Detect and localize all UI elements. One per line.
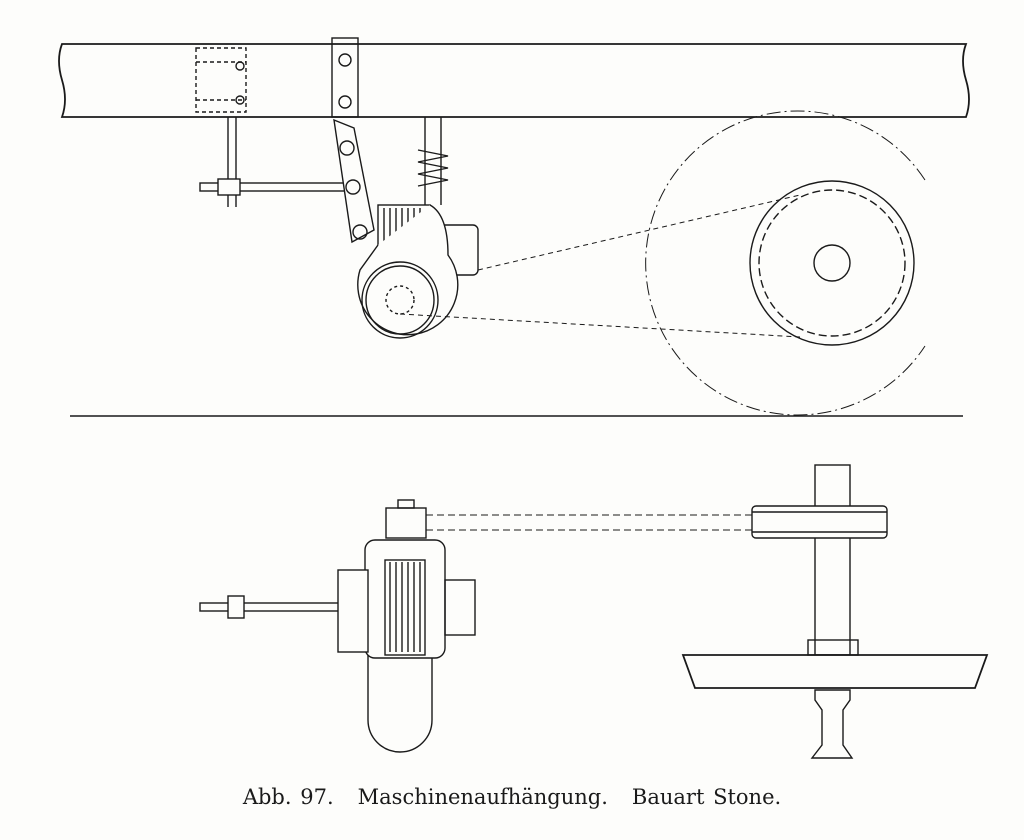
figure-number: Abb. 97.: [242, 785, 334, 809]
axle-hub: [813, 244, 851, 282]
hub: [810, 689, 854, 759]
hanger-strap: [331, 37, 359, 118]
motor-body: [364, 539, 446, 659]
axle: [814, 464, 851, 656]
wheel-pulley: [749, 180, 915, 346]
frame-beam: [58, 43, 970, 118]
figure-caption: Abb. 97. Maschinenaufhängung. Bauart Stone…: [0, 785, 1024, 809]
link-arm: [333, 118, 375, 244]
wheel-outline: [645, 110, 926, 416]
wheel-disk: [681, 654, 989, 689]
side-elevation: [58, 37, 970, 416]
spring: [417, 117, 449, 205]
plan-view: [199, 464, 989, 759]
pulley-small: [385, 507, 427, 539]
wheel-pulley-plan: [751, 505, 888, 539]
threaded-rod: [199, 602, 341, 612]
figure-subtitle: Bauart Stone.: [631, 785, 782, 809]
figure-title: Maschinenaufhängung.: [357, 785, 608, 809]
motor-dome: [367, 654, 433, 753]
bolt-clamp: [195, 47, 247, 113]
